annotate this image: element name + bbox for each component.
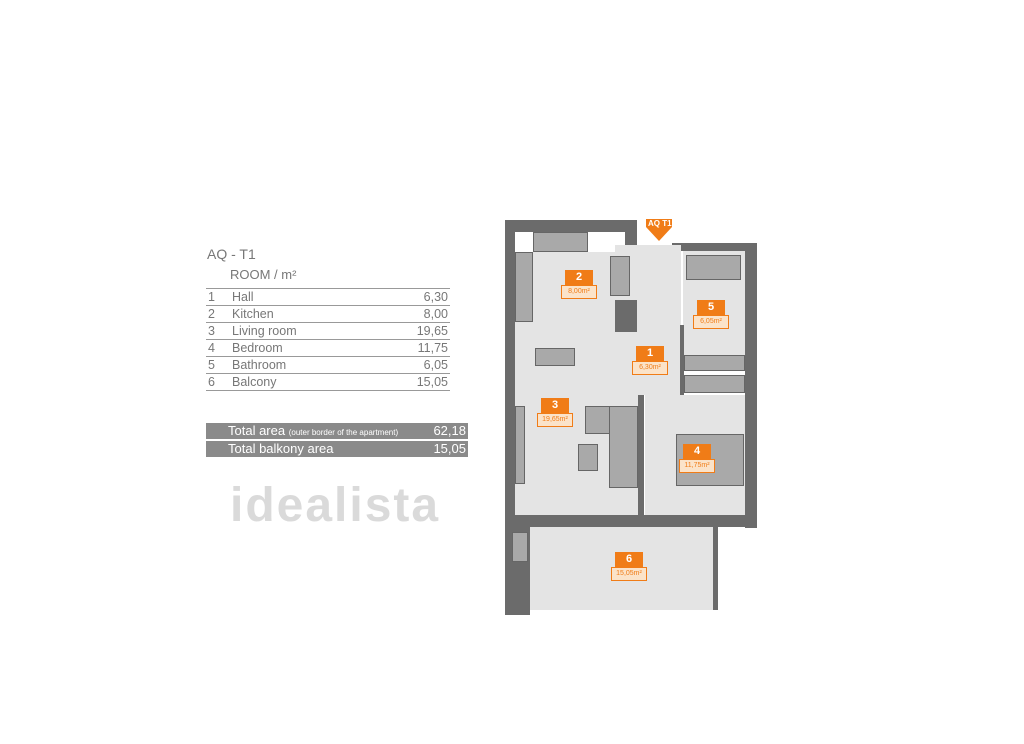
fridge bbox=[610, 256, 630, 296]
table-row: 4 Bedroom 11,75 bbox=[206, 339, 450, 356]
wall bbox=[505, 515, 757, 527]
room-name: Hall bbox=[232, 290, 254, 304]
room-number: 2 bbox=[208, 307, 215, 321]
badge-number: 4 bbox=[683, 444, 711, 459]
wall bbox=[505, 220, 515, 615]
kitchen-cabinet bbox=[515, 252, 533, 322]
badge-area: 11,75m² bbox=[679, 459, 715, 473]
badge-area: 6,30m² bbox=[632, 361, 668, 375]
sofa bbox=[609, 406, 638, 488]
table-row: 5 Bathroom 6,05 bbox=[206, 356, 450, 373]
badge-number: 5 bbox=[697, 300, 725, 315]
badge-area: 6,05m² bbox=[693, 315, 729, 329]
room-number: 6 bbox=[208, 375, 215, 389]
total-area-note: (outer border of the apartment) bbox=[288, 428, 399, 437]
room-name: Balcony bbox=[232, 375, 277, 389]
wall bbox=[615, 300, 637, 332]
balcony-area-value: 15,05 bbox=[433, 441, 466, 456]
totals: Total area (outer border of the apartmen… bbox=[206, 423, 468, 459]
coffee-table bbox=[578, 444, 598, 471]
total-area-row: Total area (outer border of the apartmen… bbox=[206, 423, 468, 439]
room-table: 1 Hall 6,30 2 Kitchen 8,00 3 Living room 19,65… bbox=[206, 288, 450, 391]
unit-title: AQ - T1 bbox=[207, 246, 256, 262]
room-number: 1 bbox=[208, 290, 215, 304]
room-name: Bathroom bbox=[232, 358, 287, 372]
wall bbox=[713, 527, 718, 610]
table-row: 3 Living room 19,65 bbox=[206, 322, 450, 339]
wall bbox=[505, 608, 530, 615]
badge-number: 6 bbox=[615, 552, 643, 567]
wall bbox=[745, 243, 757, 528]
sink bbox=[684, 355, 745, 371]
dining-table bbox=[535, 348, 575, 366]
room-area: 19,65 bbox=[416, 324, 448, 338]
badge-area: 19,65m² bbox=[537, 413, 573, 427]
badge-area: 8,00m² bbox=[561, 285, 597, 299]
wall bbox=[505, 220, 633, 232]
total-area-value: 62,18 bbox=[433, 423, 466, 438]
room-area: 15,05 bbox=[416, 375, 448, 389]
wall bbox=[680, 325, 684, 395]
room-area: 11,75 bbox=[417, 341, 448, 355]
entry-label: AQ T1 bbox=[648, 219, 672, 228]
badge-area: 15,05m² bbox=[611, 567, 647, 581]
room-name: Kitchen bbox=[232, 307, 274, 321]
badge-number: 2 bbox=[565, 270, 593, 285]
radiator bbox=[512, 532, 528, 562]
room-area: 8,00 bbox=[423, 307, 448, 321]
room-name: Living room bbox=[232, 324, 297, 338]
balcony-area-row: Total balkony area 15,05 bbox=[206, 441, 468, 457]
table-row: 6 Balcony 15,05 bbox=[206, 373, 450, 391]
wall bbox=[672, 243, 757, 251]
table-row: 1 Hall 6,30 bbox=[206, 288, 450, 305]
watermark: idealista bbox=[230, 479, 441, 532]
wardrobe bbox=[515, 406, 525, 484]
balcony-area-label: Total balkony area bbox=[228, 441, 334, 456]
table-row: 2 Kitchen 8,00 bbox=[206, 305, 450, 322]
entry-marker-icon: AQ T1 bbox=[644, 219, 674, 241]
total-area-label: Total area bbox=[228, 423, 286, 438]
room-name: Bedroom bbox=[232, 341, 283, 355]
room-number: 3 bbox=[208, 324, 215, 338]
badge-number: 1 bbox=[636, 346, 664, 361]
badge-number: 3 bbox=[541, 398, 569, 413]
wall bbox=[638, 395, 644, 517]
room-area: 6,30 bbox=[423, 290, 448, 304]
room-area: 6,05 bbox=[423, 358, 448, 372]
table-header: ROOM / m² bbox=[230, 267, 297, 282]
bathtub bbox=[686, 255, 741, 280]
wall bbox=[625, 220, 637, 245]
room-number: 5 bbox=[208, 358, 215, 372]
closet bbox=[684, 375, 745, 393]
kitchen-counter bbox=[533, 232, 588, 252]
room-number: 4 bbox=[208, 341, 215, 355]
